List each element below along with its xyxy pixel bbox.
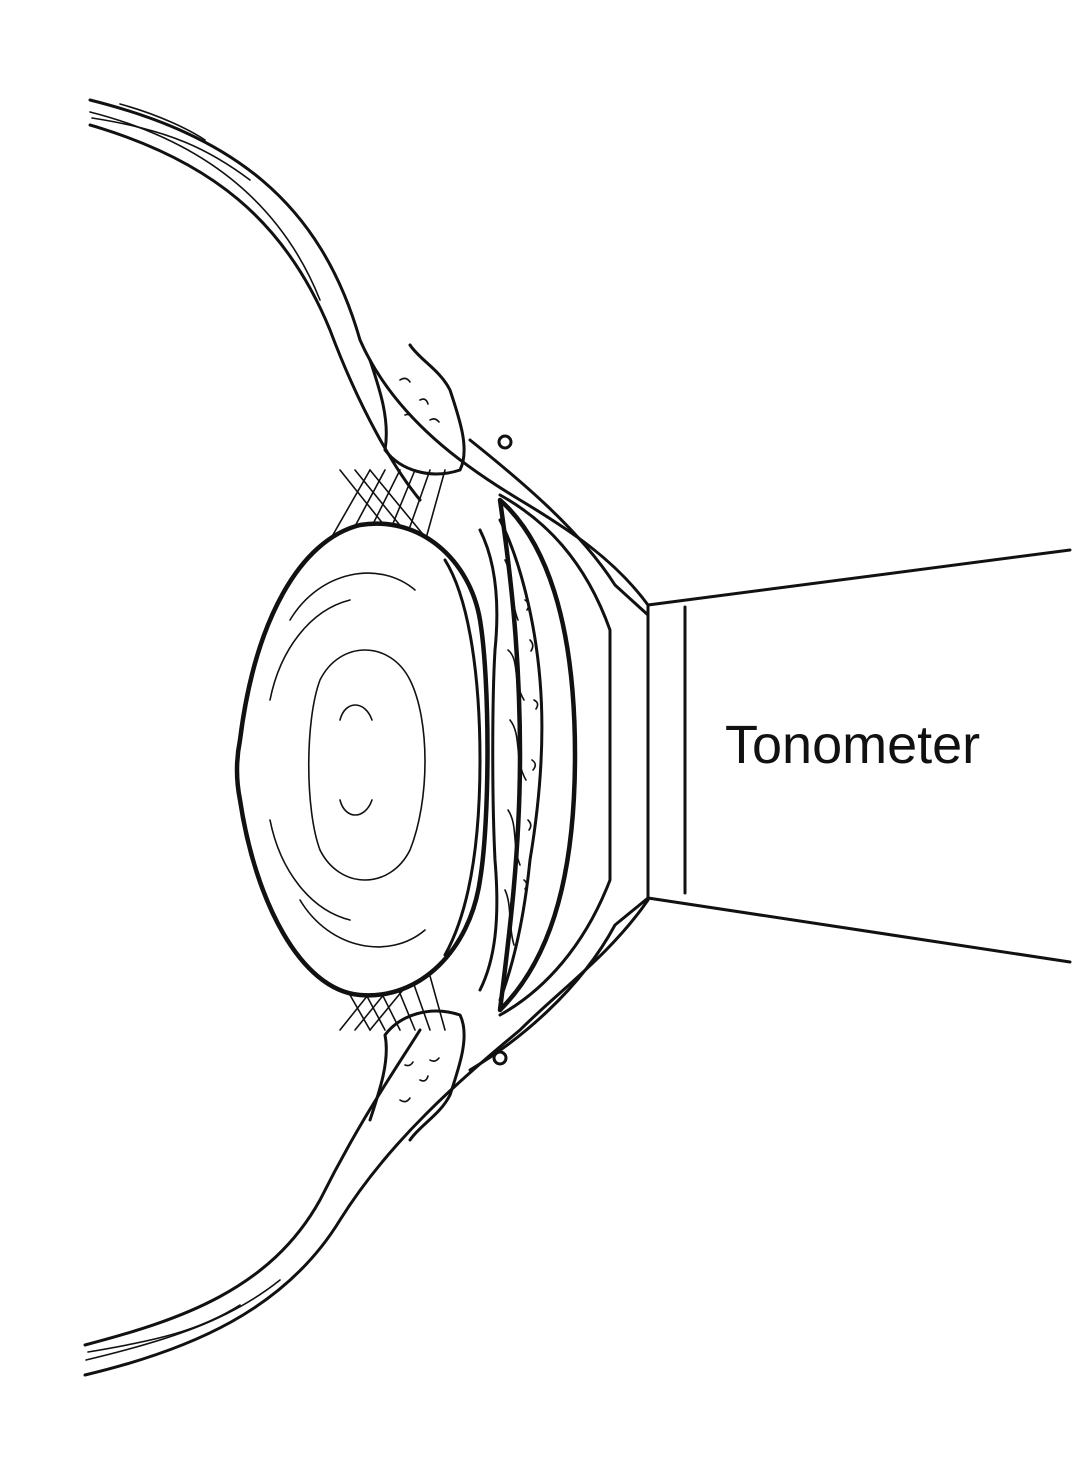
tonometer-probe (646, 548, 1072, 964)
ciliary-body (368, 343, 513, 1142)
iris (478, 518, 544, 1002)
anterior-chamber (497, 497, 578, 1013)
cornea (468, 438, 650, 1072)
lens (234, 521, 490, 998)
tonometer-label: Tonometer (725, 715, 980, 775)
sclera (83, 98, 650, 1377)
